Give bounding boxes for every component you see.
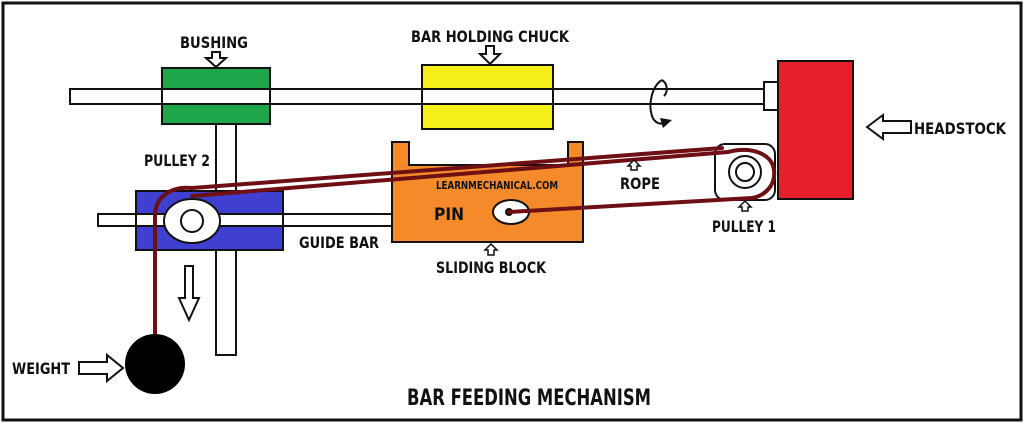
down-arrow-icon xyxy=(177,265,201,323)
sliding-block-arrow-icon xyxy=(483,242,499,256)
headstock xyxy=(777,60,854,200)
rope xyxy=(153,146,777,357)
diagram-title: BAR FEEDING MECHANISM xyxy=(407,386,651,411)
chuck-arrow-icon xyxy=(477,45,503,66)
label-rope: ROPE xyxy=(620,174,660,193)
weight-arrow-icon xyxy=(78,352,125,384)
rope-arrow-icon xyxy=(626,158,642,171)
label-bar-holding-chuck: BAR HOLDING CHUCK xyxy=(411,27,569,46)
weight xyxy=(125,334,185,394)
label-guide-bar: GUIDE BAR xyxy=(299,233,379,252)
label-bushing: BUSHING xyxy=(180,33,248,52)
bushing xyxy=(161,67,271,125)
bar-holding-chuck xyxy=(421,64,554,130)
bar-stub xyxy=(763,81,779,111)
sliding-block xyxy=(391,141,584,243)
label-headstock: HEADSTOCK xyxy=(914,119,1006,138)
rotation-arrow xyxy=(649,79,672,128)
label-weight: WEIGHT xyxy=(12,359,70,378)
bushing-arrow-icon xyxy=(203,51,229,69)
label-watermark: LEARNMECHANICAL.COM xyxy=(436,179,558,192)
pulley-1-arrow-icon xyxy=(737,199,753,212)
pulley-2 xyxy=(163,198,221,244)
label-sliding-block: SLIDING BLOCK xyxy=(436,258,546,277)
headstock-arrow-icon xyxy=(865,113,912,141)
label-pulley-1: PULLEY 1 xyxy=(712,217,776,236)
label-pulley-2: PULLEY 2 xyxy=(144,151,210,170)
label-pin: PIN xyxy=(434,205,464,225)
pulley-1 xyxy=(714,143,776,201)
